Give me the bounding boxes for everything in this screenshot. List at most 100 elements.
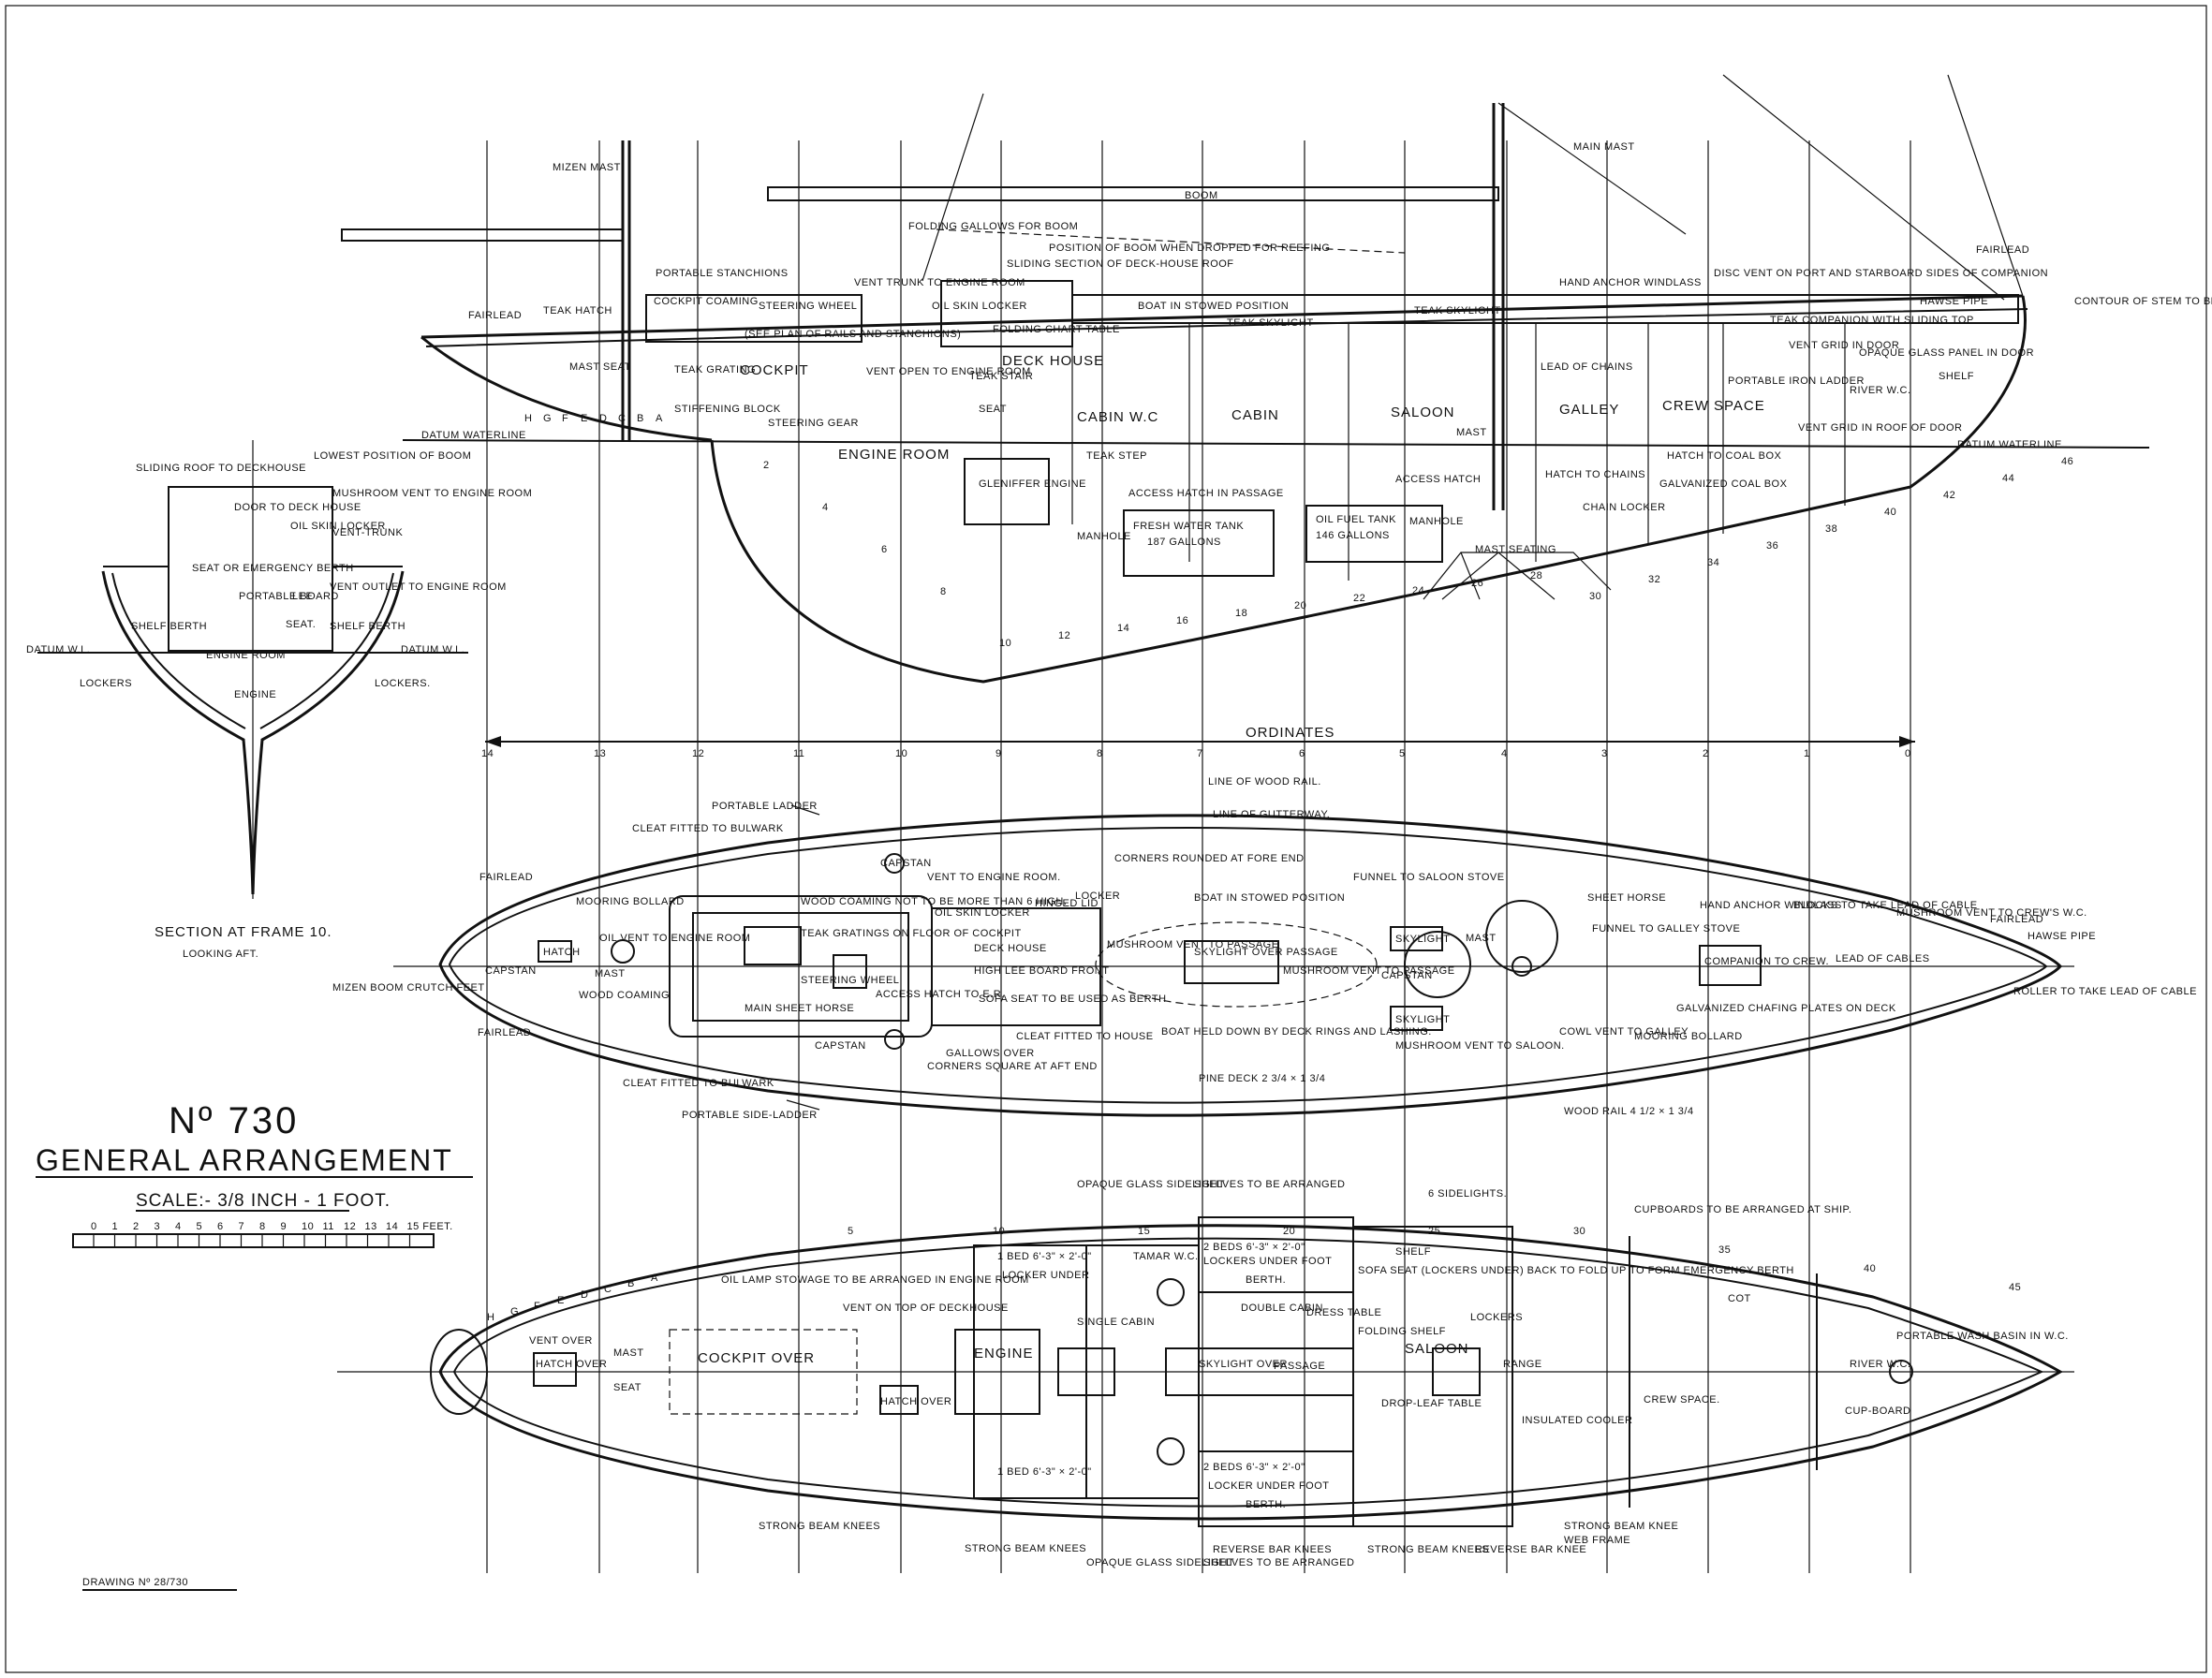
label-river-wc: RIVER W.C. xyxy=(1850,1359,1911,1370)
label-river-wc: RIVER W.C. xyxy=(1850,385,1911,396)
label-fresh-water-tank: FRESH WATER TANK xyxy=(1133,521,1244,532)
accommodation-frame-number: 45 xyxy=(2009,1282,2021,1293)
label-manhole-2: MANHOLE xyxy=(1409,516,1464,527)
frame-number: 40 xyxy=(1884,507,1896,518)
ordinate-number: 14 xyxy=(481,748,494,759)
accommodation-labels: OPAQUE GLASS SIDELIGHT SHELVES TO BE ARR… xyxy=(529,1179,2068,1568)
skylight-passage xyxy=(1184,940,1279,984)
label-teak-step: TEAK STEP xyxy=(1086,450,1147,462)
scale-tick-label: 12 xyxy=(344,1221,356,1232)
label-two-beds: 2 BEDS 6'-3" × 2'-0" xyxy=(1203,1242,1305,1253)
label-pine-deck: PINE DECK 2 3/4 × 1 3/4 xyxy=(1199,1073,1325,1084)
label-mizen-mast: MIZEN MAST xyxy=(553,162,621,173)
label-boat-stowed: BOAT IN STOWED POSITION xyxy=(1194,892,1345,904)
mizen-boom xyxy=(341,228,624,242)
label-vent-open: VENT OPEN TO ENGINE ROOM xyxy=(866,366,1031,377)
label-folding-shelf: FOLDING SHELF xyxy=(1358,1326,1446,1337)
label-shelf-berth-r: SHELF BERTH xyxy=(330,621,406,632)
label-seat: SEAT. xyxy=(286,619,316,630)
label-vent-outlet: VENT OUTLET TO ENGINE ROOM xyxy=(330,581,507,593)
label-range: RANGE xyxy=(1503,1359,1542,1370)
label-access-hatch: ACCESS HATCH xyxy=(1395,474,1481,485)
drawing-reference: DRAWING Nº 28/730 xyxy=(82,1577,188,1588)
label-steering-note: (SEE PLAN OF RAILS AND STANCHIONS) xyxy=(745,329,961,340)
label-teak-grating: TEAK GRATING xyxy=(674,364,756,375)
scale-tick-label: 14 xyxy=(386,1221,398,1232)
scale-tick-label: 6 xyxy=(217,1221,224,1232)
label-hatch-over-2: HATCH OVER xyxy=(880,1396,951,1407)
label-hawse-pipe: HAWSE PIPE xyxy=(2028,931,2096,942)
profile-labels: MIZEN MAST MAIN MAST BOOM FOLDING GALLOW… xyxy=(421,141,2212,741)
label-passage: PASSAGE xyxy=(1274,1361,1325,1372)
label-steering-wheel: STEERING WHEEL xyxy=(801,975,899,986)
label-seat: SEAT xyxy=(979,404,1007,415)
label-galvanized-chafing: GALVANIZED CHAFING PLATES ON DECK xyxy=(1676,1003,1896,1014)
label-teak-gratings: TEAK GRATINGS ON FLOOR OF COCKPIT xyxy=(801,928,1022,939)
scale-tick-label: 7 xyxy=(239,1221,245,1232)
label-wood-coaming-note: WOOD COAMING NOT TO BE MORE THAN 6 HIGH. xyxy=(801,896,1067,907)
label-mooring-bollard-fwd: MOORING BOLLARD xyxy=(1634,1031,1743,1042)
label-vent-grid-roof: VENT GRID IN ROOF OF DOOR xyxy=(1798,422,1962,434)
title-block: Nº 730 GENERAL ARRANGEMENT SCALE:- 3/8 I… xyxy=(36,1100,473,1591)
accommodation-station-letter: B xyxy=(627,1278,635,1289)
label-sheet-horse: SHEET HORSE xyxy=(1587,892,1666,904)
frame-number: 32 xyxy=(1648,574,1660,585)
label-mooring-bollard: MOORING BOLLARD xyxy=(576,896,685,907)
section-deckhouse xyxy=(168,486,333,652)
accommodation-plan xyxy=(337,1216,2074,1527)
label-datum-r: DATUM W.L. xyxy=(401,644,465,655)
label-sofa-seat-emergency: SOFA SEAT (LOCKERS UNDER) BACK TO FOLD U… xyxy=(1358,1265,1794,1276)
label-locker-under-foot: LOCKER UNDER FOOT xyxy=(1208,1480,1330,1492)
ordinate-number: 9 xyxy=(995,748,1002,759)
frame-number: 42 xyxy=(1943,490,1955,501)
label-skylight-2: SKYLIGHT xyxy=(1395,1014,1450,1025)
label-manhole-1: MANHOLE xyxy=(1077,531,1131,542)
label-insulated-cooler: INSULATED COOLER xyxy=(1522,1415,1632,1426)
accommodation-station-letter: H xyxy=(487,1312,494,1323)
main-boom xyxy=(767,186,1499,201)
label-capstan-4: CAPSTAN xyxy=(815,1040,866,1052)
drawing-scale: SCALE:- 3/8 INCH - 1 FOOT. xyxy=(136,1191,391,1211)
ordinate-number: 3 xyxy=(1601,748,1608,759)
label-boat-stowed: BOAT IN STOWED POSITION xyxy=(1138,301,1289,312)
scale-tick-label: 3 xyxy=(155,1221,161,1232)
label-hand-anchor-windlass: HAND ANCHOR WINDLASS xyxy=(1559,277,1702,288)
ordinate-number: 10 xyxy=(895,748,907,759)
ordinate-number: 6 xyxy=(1299,748,1305,759)
label-mast: MAST xyxy=(613,1347,644,1359)
scale-tick-label: 8 xyxy=(259,1221,266,1232)
label-shelves-arranged-2: SHELVES TO BE ARRANGED xyxy=(1203,1557,1354,1568)
frame-number: 34 xyxy=(1707,557,1719,568)
accommodation-frame-number: 40 xyxy=(1864,1263,1876,1274)
label-datum-waterline-aft: DATUM WATERLINE xyxy=(421,430,526,441)
label-opaque-glass-sidelight-2: OPAQUE GLASS SIDELIGHT xyxy=(1086,1557,1234,1568)
station-letter: B xyxy=(637,413,644,424)
skylight-2 xyxy=(1390,1006,1443,1031)
label-portable-stanchions: PORTABLE STANCHIONS xyxy=(656,268,789,279)
label-lowest-boom: LOWEST POSITION OF BOOM xyxy=(314,450,471,462)
accommodation-station-letter: E xyxy=(557,1295,565,1306)
label-opaque-glass-sidelight: OPAQUE GLASS SIDELIGHT xyxy=(1077,1179,1225,1190)
label-skylight-passage: SKYLIGHT OVER PASSAGE xyxy=(1194,947,1338,958)
label-mast-seating: MAST SEATING xyxy=(1475,544,1556,555)
accommodation-frame-number: 5 xyxy=(848,1226,854,1237)
counter-stern xyxy=(420,335,713,442)
label-disc-vent: DISC VENT ON PORT AND STARBOARD SIDES OF… xyxy=(1714,268,2048,279)
label-high-lee-board: HIGH LEE BOARD FRONT xyxy=(974,965,1109,977)
label-galley: GALLEY xyxy=(1559,402,1619,418)
label-oil-fuel-gal: 146 GALLONS xyxy=(1316,530,1390,541)
sheet-border xyxy=(5,5,2207,1673)
label-fairlead-1: FAIRLEAD xyxy=(479,872,533,883)
label-lead-of-chains: LEAD OF CHAINS xyxy=(1541,361,1633,373)
label-fresh-water-gal: 187 GALLONS xyxy=(1147,537,1221,548)
frame-number: 30 xyxy=(1589,591,1601,602)
label-steering-gear: STEERING GEAR xyxy=(768,418,859,429)
label-seat: SEAT xyxy=(613,1382,641,1393)
accommodation-station-letter: D xyxy=(581,1289,588,1301)
label-lockers-under-foot: LOCKERS UNDER FOOT xyxy=(1203,1256,1332,1267)
cockpit-over xyxy=(669,1329,858,1415)
station-letter: G xyxy=(543,413,552,424)
frame-number: 44 xyxy=(2002,473,2014,484)
frame-number: 8 xyxy=(940,586,947,597)
label-mushroom-vent-passage-2: MUSHROOM VENT TO PASSAGE xyxy=(1283,965,1455,977)
